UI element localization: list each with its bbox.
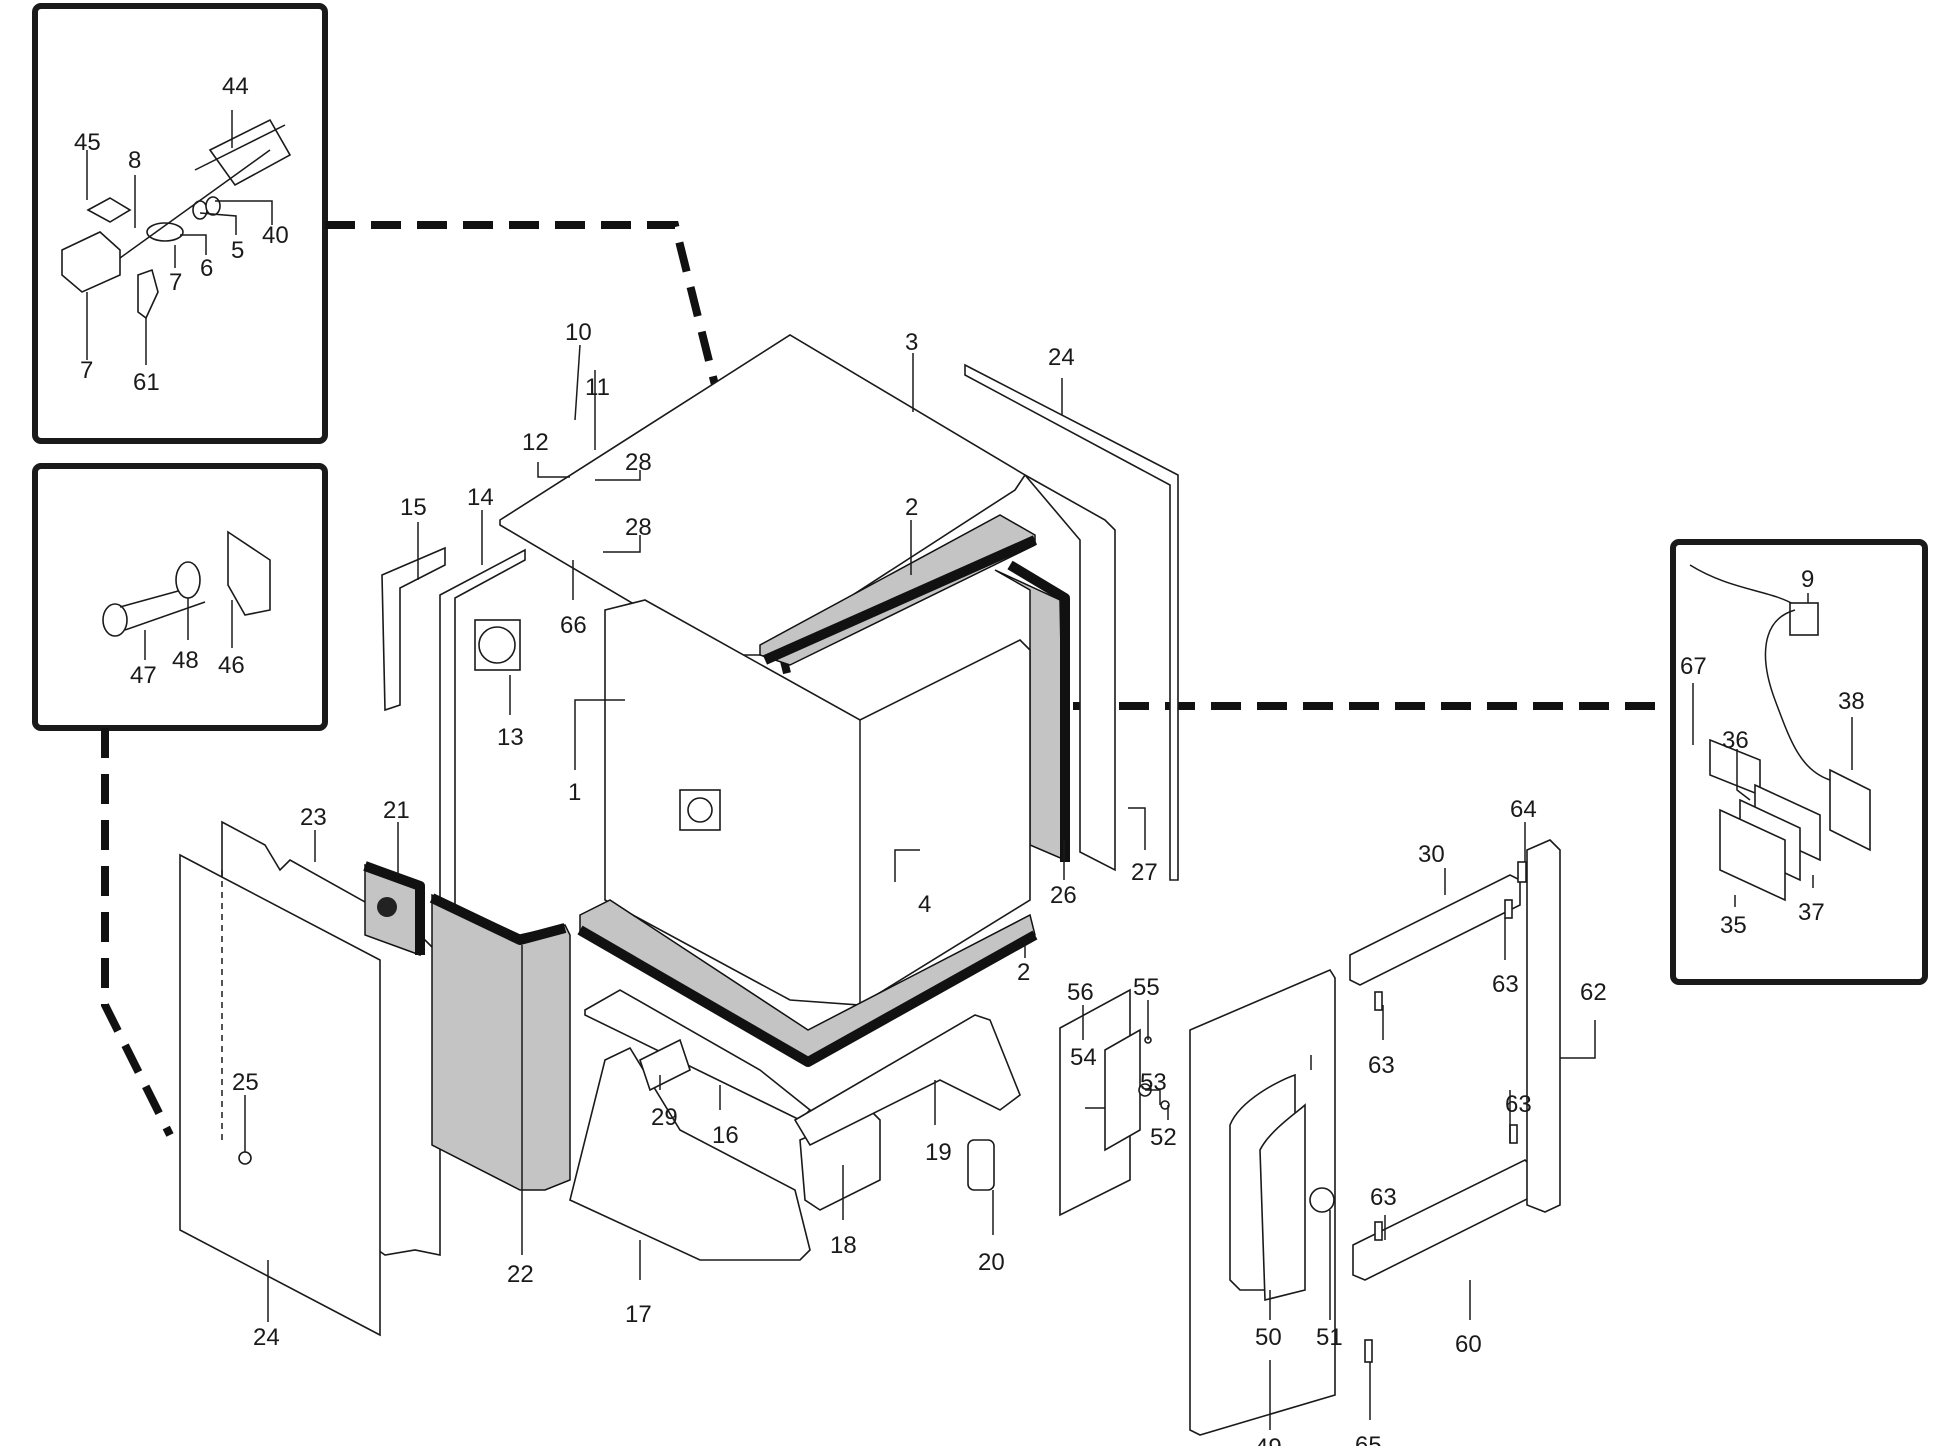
callout-7-small: 7 (169, 269, 182, 296)
bracket-part-29 (639, 1038, 691, 1092)
callout-18: 18 (830, 1232, 857, 1259)
callout-19: 19 (925, 1139, 952, 1166)
callout-20: 20 (978, 1249, 1005, 1276)
base-frame-part-17 (569, 1046, 811, 1261)
callout-23: 23 (300, 804, 327, 831)
callout-63-upper-left: 63 (1368, 1052, 1395, 1079)
callout-16: 16 (712, 1122, 739, 1149)
callout-61: 61 (133, 369, 160, 396)
nut-part-52 (1160, 1100, 1170, 1110)
knob-part-51 (1309, 1187, 1335, 1213)
top-cover-part-3 (499, 334, 1027, 656)
callout-44: 44 (222, 73, 249, 100)
callout-54: 54 (1070, 1044, 1097, 1071)
inset-box-mid-left (32, 463, 328, 731)
callout-8: 8 (128, 147, 141, 174)
callout-60: 60 (1455, 1331, 1482, 1358)
side-panel-part-24-right (964, 363, 1179, 881)
base-part-16 (584, 989, 812, 1121)
corner-panel-part-22 (431, 893, 571, 1191)
callout-3: 3 (905, 329, 918, 356)
callout-35: 35 (1720, 912, 1747, 939)
callout-29: 29 (651, 1104, 678, 1131)
callout-28-upper: 28 (625, 449, 652, 476)
callout-24-left: 24 (253, 1324, 280, 1351)
foot-part-20 (967, 1139, 995, 1191)
callout-11: 11 (585, 374, 610, 401)
callout-17: 17 (625, 1301, 652, 1328)
callout-25: 25 (232, 1069, 259, 1096)
rail-part-60 (1352, 1159, 1536, 1281)
callout-2-top: 2 (905, 494, 918, 521)
keypad-part-50 (1259, 1103, 1306, 1302)
callout-45: 45 (74, 129, 101, 156)
callout-27: 27 (1131, 859, 1158, 886)
callout-12: 12 (522, 429, 549, 456)
hinge-assembly-parts (102, 530, 271, 637)
rail-part-19 (793, 1014, 1021, 1147)
callout-37: 37 (1798, 899, 1825, 926)
door-panel-part-24-left (179, 853, 381, 1337)
callout-7-block: 7 (80, 357, 93, 384)
callout-56: 56 (1067, 979, 1094, 1006)
callout-15: 15 (400, 494, 427, 521)
callout-67: 67 (1680, 653, 1707, 680)
callout-62: 62 (1580, 979, 1607, 1006)
callout-36: 36 (1722, 727, 1749, 754)
callout-10: 10 (565, 319, 592, 346)
callout-63-lower-right: 63 (1505, 1091, 1532, 1118)
frame-part-62 (1526, 839, 1561, 1213)
callout-52: 52 (1150, 1124, 1177, 1151)
clip-part-65 (1364, 1339, 1373, 1363)
callout-64: 64 (1510, 796, 1537, 823)
callout-63-lower-left: 63 (1370, 1184, 1397, 1211)
callout-46: 46 (218, 652, 245, 679)
screw-part-25 (238, 1151, 252, 1165)
callout-55: 55 (1133, 974, 1160, 1001)
clip-part-64 (1517, 861, 1527, 883)
connector-line-mid-inset (101, 728, 174, 1137)
callout-24-right: 24 (1048, 344, 1075, 371)
callout-26: 26 (1050, 882, 1077, 909)
callout-5: 5 (231, 237, 244, 264)
burner-assembly-parts (61, 118, 292, 320)
control-module-parts (1689, 564, 1871, 902)
callout-22: 22 (507, 1261, 534, 1288)
callout-14: 14 (467, 484, 494, 511)
callout-1: 1 (568, 779, 581, 806)
callout-40: 40 (262, 222, 289, 249)
callout-6: 6 (200, 255, 213, 282)
callout-9: 9 (1801, 566, 1814, 593)
bracket-part-15 (381, 546, 446, 712)
callout-66: 66 (560, 612, 587, 639)
callout-30: 30 (1418, 841, 1445, 868)
callout-2-bottom: 2 (1017, 959, 1030, 986)
callout-51: 51 (1316, 1324, 1343, 1351)
callout-48: 48 (172, 647, 199, 674)
callout-13: 13 (497, 724, 524, 751)
callout-4: 4 (918, 891, 931, 918)
callout-21: 21 (383, 797, 410, 824)
callout-28-lower: 28 (625, 514, 652, 541)
control-board-part-54 (1104, 1028, 1141, 1152)
callout-47: 47 (130, 662, 157, 689)
rail-part-30 (1349, 874, 1521, 986)
callout-50: 50 (1255, 1324, 1282, 1351)
oven-cavity-part-1 (604, 599, 1031, 1006)
callout-65: 65 (1355, 1432, 1382, 1446)
callout-53: 53 (1140, 1069, 1167, 1096)
callout-49: 49 (1255, 1434, 1282, 1446)
callout-63-upper-right: 63 (1492, 971, 1519, 998)
callout-38: 38 (1838, 688, 1865, 715)
